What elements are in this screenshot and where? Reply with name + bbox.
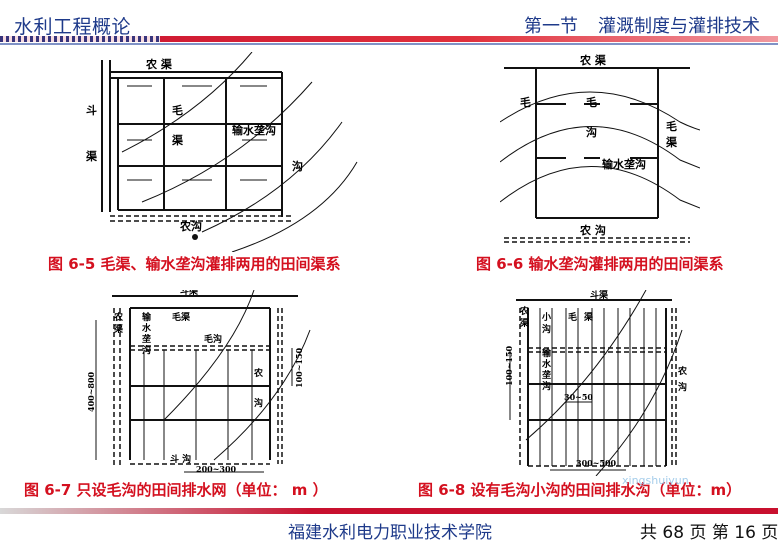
fig66-label-shuxi: 输水垄沟	[602, 157, 646, 171]
fig65-label-nongqu: 农 渠	[145, 57, 173, 71]
section-header: 第一节灌溉制度与灌排技术	[504, 12, 760, 38]
fig67-label-shui: 水	[142, 322, 152, 334]
figure-6-7: 斗渠 农 渠 输 水 垄 沟 毛渠 毛沟 100~150 400~800 农 沟…	[86, 290, 311, 474]
fig67-label-shu: 输	[142, 311, 152, 323]
header-bar	[0, 36, 778, 42]
fig65-label-qu2: 渠	[86, 149, 98, 163]
caption-6-7: 图 6-7 只设毛沟的田间排水网（单位： m ）	[24, 481, 328, 499]
page-indicator: 共 68 页 第 16 页	[640, 523, 778, 543]
figure-6-5: 农 渠 毛 渠 斗 渠 输水垄沟 沟 农沟	[86, 52, 358, 252]
fig66-label-maoqu-m: 毛	[666, 119, 677, 133]
fig68-label-dim2: 30~50	[564, 392, 593, 402]
fig68-label-mao: 毛	[568, 311, 577, 323]
caption-6-8: 图 6-8 设有毛沟小沟的田间排水沟（单位：m）	[418, 481, 742, 499]
fig68-label-dim1: 100~150	[506, 345, 514, 386]
fig68-label-long: 垄	[542, 369, 551, 381]
fig67-label-nong: 农	[113, 311, 124, 323]
caption-6-6: 图 6-6 输水垄沟灌排两用的田间渠系	[476, 255, 724, 273]
fig67-label-maogou: 毛沟	[204, 333, 222, 345]
fig67-label-dim2: 400~800	[86, 371, 96, 412]
fig68-label-dim3: 300~500	[576, 458, 617, 468]
header-line	[0, 43, 778, 45]
caption-6-5: 图 6-5 毛渠、输水垄沟灌排两用的田间渠系	[48, 255, 341, 273]
footer-bar	[0, 508, 778, 514]
fig65-outlet	[192, 234, 198, 240]
fig66-label-nongqu: 农 渠	[579, 53, 607, 67]
fig67-label-douqu: 斗渠	[180, 290, 199, 297]
fig67-label-long: 垄	[142, 333, 151, 345]
section-number: 第一节	[524, 16, 578, 37]
watermark: xingshuiyun	[622, 474, 689, 487]
fig65-label-dou: 斗	[86, 104, 97, 117]
fig67-label-qu: 渠	[113, 323, 124, 335]
fig68-label-douqu: 斗渠	[590, 290, 609, 301]
fig67-label-maoqu: 毛渠	[172, 311, 191, 323]
fig68-label-nong2: 农	[677, 365, 688, 377]
fig66-label-mao1: 毛	[520, 95, 531, 109]
fig65-label-qu: 渠	[172, 133, 184, 147]
fig68-label-xiao: 小	[541, 311, 551, 323]
fig65-label-mao: 毛	[172, 103, 183, 117]
fig67-label-gou2: 沟	[254, 397, 263, 409]
fig68-label-gou: 沟	[542, 323, 551, 335]
fig68-label-nong: 农	[519, 305, 530, 317]
fig68-label-gou2: 沟	[542, 380, 551, 392]
fig65-label-gou: 沟	[292, 159, 303, 173]
fig68-label-shui: 水	[542, 358, 552, 370]
fig66-label-nonggou: 农 沟	[579, 223, 606, 237]
fig68-label-gou3: 沟	[678, 381, 687, 393]
fig68-label-qu: 渠	[519, 317, 530, 329]
course-title: 水利工程概论	[14, 16, 132, 38]
fig65-label-nonggou: 农沟	[179, 219, 202, 233]
fig65-label-shuxi: 输水垄沟	[232, 123, 276, 137]
section-topic: 灌溉制度与灌排技术	[598, 16, 760, 37]
fig68-label-shu: 输	[542, 347, 552, 359]
fig67-label-dougou: 斗 沟	[170, 453, 191, 465]
figure-6-8: 斗渠 农 渠 小 沟 毛 渠 输 水 垄 沟 100~150 30~50 农 沟…	[506, 290, 688, 476]
fig68-label-qu2: 渠	[583, 311, 594, 323]
fig67-label-nong2: 农	[253, 367, 264, 379]
fig66-label-gou: 沟	[586, 125, 597, 139]
fig67-label-dim3: 200~300	[196, 464, 237, 474]
footer-institution: 福建水利电力职业技术学院	[288, 523, 492, 543]
fig67-label-gou: 沟	[142, 344, 151, 356]
fig66-label-mao2: 毛	[586, 95, 597, 109]
fig66-label-maoqu-q: 渠	[666, 135, 678, 149]
figure-6-6: 农 渠 毛 毛 沟 毛 渠 输水垄沟 农 沟	[500, 53, 700, 243]
fig67-label-dim1: 100~150	[294, 347, 304, 388]
